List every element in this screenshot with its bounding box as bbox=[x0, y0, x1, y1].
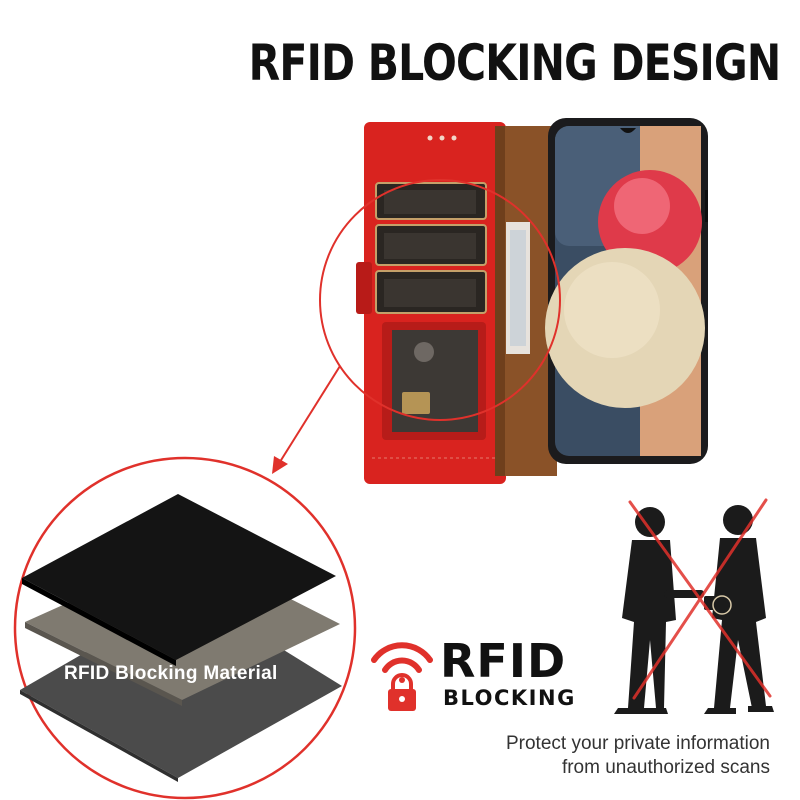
wifi-signal-icon bbox=[371, 642, 433, 683]
padlock-icon bbox=[388, 673, 416, 711]
tagline-line-2: from unauthorized scans bbox=[561, 757, 770, 778]
cross-icon bbox=[628, 498, 772, 700]
badge-blocking-text: BLOCKING bbox=[443, 686, 576, 710]
badge-rfid-text: RFID bbox=[440, 634, 567, 688]
phone bbox=[545, 118, 708, 464]
wallet-case bbox=[356, 122, 557, 484]
material-circle bbox=[13, 456, 357, 800]
headline: RFID BLOCKING DESIGN bbox=[248, 34, 781, 92]
material-label: RFID Blocking Material bbox=[64, 663, 278, 684]
tagline-line-1: Protect your private information bbox=[505, 733, 770, 754]
zoom-indicator bbox=[272, 179, 561, 474]
tagline: Protect your private information from un… bbox=[420, 732, 770, 780]
scanning-silhouettes bbox=[614, 505, 774, 714]
